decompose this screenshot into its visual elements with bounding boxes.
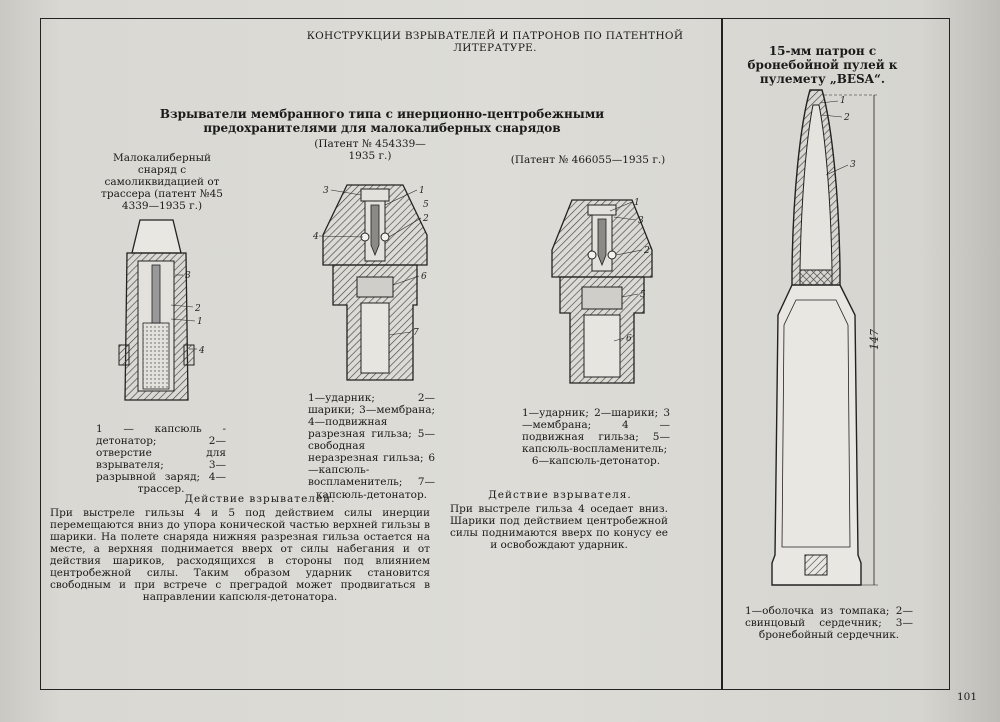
- figure1-label-4: 4: [198, 346, 205, 356]
- figure1-caption: Малокалиберный снаряд с самоликвидацией …: [101, 152, 223, 213]
- figure1-shell-drawing: 3 2 1 4: [118, 219, 205, 401]
- figure2-label-5: 5: [423, 200, 429, 210]
- action1-heading: Действие взрывателей.: [184, 493, 336, 505]
- figure2-label-2: 2: [422, 214, 429, 224]
- figure1-label-1: 1: [197, 317, 203, 327]
- page-header: КОНСТРУКЦИИ ВЗРЫВАТЕЛЕЙ И ПАТРОНОВ ПО ПА…: [306, 30, 684, 55]
- cartridge-label-1: 1: [840, 96, 846, 106]
- page-frame: [40, 18, 950, 690]
- page-number: 101: [957, 691, 978, 703]
- figure1-label-2: 2: [194, 304, 201, 314]
- figure3-label-5: 5: [640, 290, 646, 300]
- figure2-labels: 3 1 5 2 4 6 7: [312, 186, 429, 338]
- action1-text: При выстреле гильзы 4 и 5 под действием …: [50, 507, 430, 604]
- figure3-label-1: 1: [634, 198, 640, 208]
- figure3-fuze-drawing: 1 3 2 5 6: [551, 198, 653, 384]
- figure3-label-2: 2: [643, 246, 650, 256]
- figure1-legend: 1 — капсюль - детонатор; 2—отверстие для…: [96, 423, 226, 496]
- section-divider: [721, 18, 723, 690]
- figure3-labels: 1 3 2 5 6: [609, 198, 650, 344]
- cartridge-legend: 1—оболочка из томпака; 2—свинцовый серде…: [745, 605, 913, 642]
- figure2-label-6: 6: [421, 272, 427, 282]
- figure2-label-4: 4: [312, 232, 319, 242]
- figure1-labels: 3 2 1 4: [170, 271, 205, 356]
- figure2-label-3: 3: [323, 186, 329, 196]
- figure2-label-1: 1: [419, 186, 425, 196]
- figure2-fuze-drawing: 3 1 5 2 4 6 7: [312, 184, 429, 381]
- action2-text: При выстреле гильза 4 оседает вниз. Шари…: [450, 503, 668, 552]
- figure3-legend: 1—ударник; 2—шарики; 3—мембрана; 4 — под…: [522, 407, 670, 468]
- figure2-legend: 1—ударник; 2—шарики; 3—мембрана; 4—подви…: [308, 392, 435, 501]
- figure3-caption: (Патент № 466055—1935 г.): [510, 154, 666, 166]
- cartridge-label-2: 2: [843, 113, 850, 123]
- cartridge-label-3: 3: [850, 160, 856, 170]
- figure2-label-7: 7: [413, 328, 419, 338]
- cartridge-drawing: 147 1 2 3: [771, 89, 881, 586]
- cartridge-labels: 1 2 3: [819, 96, 856, 176]
- cartridge-title: 15-мм патрон с бронебойной пулей к пулем…: [747, 44, 898, 86]
- fuzes-section-title: Взрыватели мембранного типа с инерционно…: [159, 107, 605, 135]
- figure3-label-6: 6: [626, 334, 632, 344]
- figure3-label-3: 3: [638, 216, 644, 226]
- figure1-label-3: 3: [185, 271, 191, 281]
- action2-heading: Действие взрывателя.: [488, 489, 632, 501]
- figure2-caption: (Патент № 454339— 1935 г.): [314, 138, 426, 163]
- cartridge-dimension: 147: [868, 329, 881, 350]
